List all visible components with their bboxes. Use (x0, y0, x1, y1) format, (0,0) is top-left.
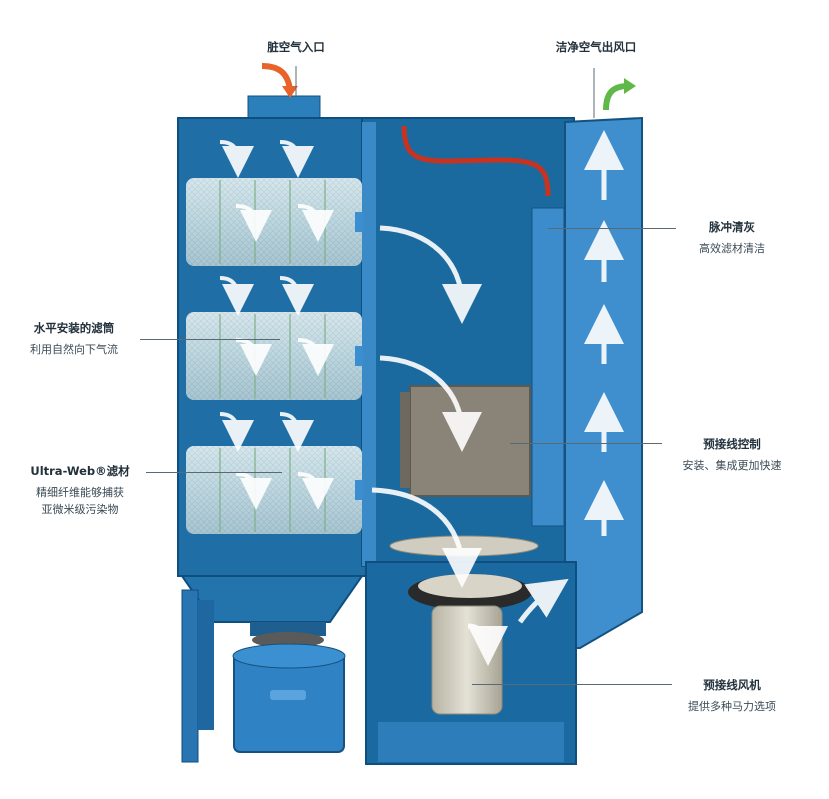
clean-airflow-arrows (371, 130, 624, 666)
pulse-title: 脉冲清灰 (709, 220, 755, 234)
inlet-label: 脏空气入口 (236, 40, 356, 55)
media-subtitle-1: 精细纤维能够捕获 (36, 486, 124, 499)
filter-cartridges (186, 178, 363, 534)
leader-filters (140, 339, 280, 340)
dirty-airflow-arrows (219, 140, 334, 510)
leader-pulse (548, 228, 676, 229)
divider-panel (362, 122, 376, 566)
pulse-manifold (531, 207, 565, 527)
media-label: Ultra-Web®滤材 精细纤维能够捕获 亚微米级污染物 (18, 464, 142, 517)
controls-subtitle: 安装、集成更加快速 (682, 459, 782, 472)
filters-subtitle: 利用自然向下气流 (30, 343, 118, 356)
inlet-title: 脏空气入口 (267, 40, 325, 54)
leader-fan (472, 684, 672, 685)
pulse-label: 脉冲清灰 高效滤材清洁 (672, 220, 792, 256)
compressed-air-hose (401, 125, 551, 197)
filters-label: 水平安装的滤筒 利用自然向下气流 (14, 321, 134, 357)
fan-subtitle: 提供多种马力选项 (688, 700, 776, 713)
control-box (409, 385, 531, 497)
leg-left (181, 589, 199, 763)
filters-title: 水平安装的滤筒 (33, 321, 115, 335)
fan-label: 预接线风机 提供多种马力选项 (672, 678, 792, 714)
media-subtitle-2: 亚微米级污染物 (41, 503, 119, 516)
pulse-subtitle: 高效滤材清洁 (699, 242, 765, 255)
media-title: Ultra-Web®滤材 (30, 464, 130, 478)
fan-motor (431, 605, 503, 715)
outlet-title: 洁净空气出风口 (555, 40, 637, 54)
controls-title: 预接线控制 (703, 437, 761, 451)
leader-media (146, 472, 282, 473)
controls-label: 预接线控制 安装、集成更加快速 (664, 437, 800, 473)
fan-title: 预接线风机 (703, 678, 761, 692)
inlet-duct (247, 95, 321, 121)
leader-controls (510, 443, 662, 444)
outlet-label: 洁净空气出风口 (536, 40, 656, 55)
